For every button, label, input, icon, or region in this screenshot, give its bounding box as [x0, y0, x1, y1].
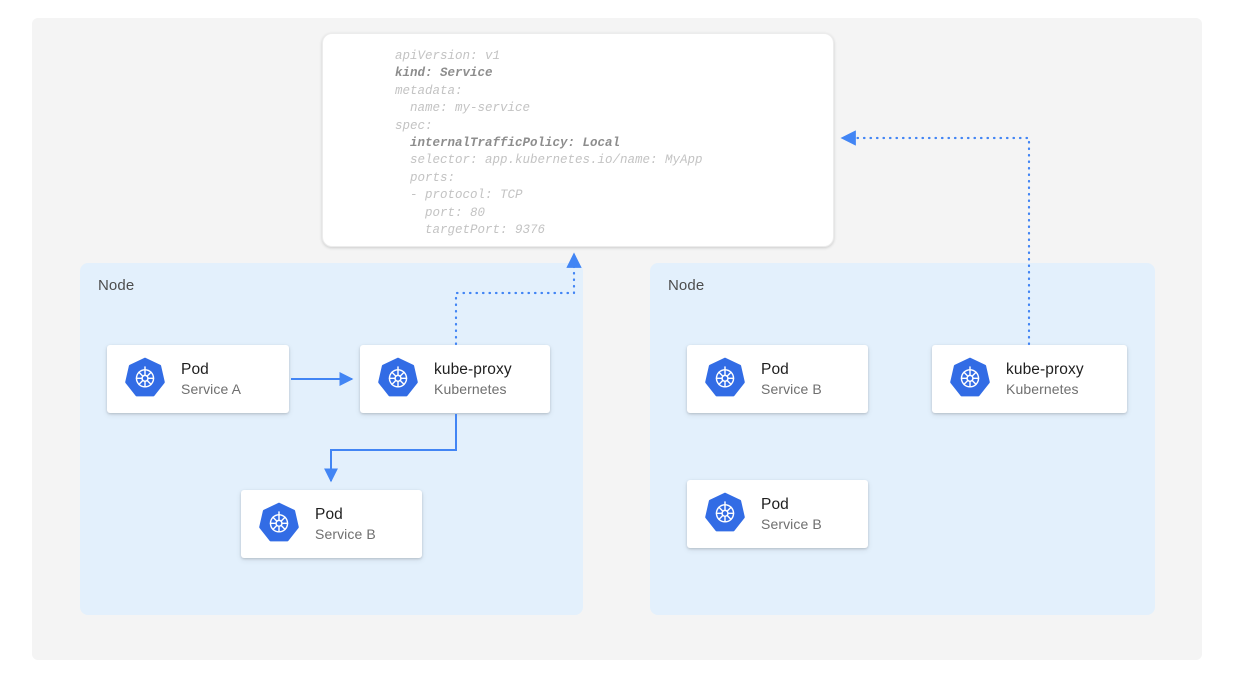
manifest-line: kind: Service [395, 65, 703, 82]
manifest-line: internalTrafficPolicy: Local [395, 136, 621, 151]
kubernetes-logo-icon [705, 357, 745, 397]
card-pod-service-b-left[interactable]: Pod Service B [241, 490, 422, 558]
manifest-line-value: Service [440, 66, 493, 81]
manifest-line: apiVersion: v1 [395, 49, 501, 63]
kubernetes-logo-icon [125, 357, 165, 397]
kubernetes-logo-icon [705, 492, 745, 532]
card-title: Pod [761, 360, 789, 378]
card-title: Pod [315, 505, 343, 523]
manifest-line-key: kind: [395, 66, 441, 81]
card-text: kube-proxy Kubernetes [1006, 360, 1084, 399]
card-text: Pod Service B [761, 495, 822, 534]
card-text: kube-proxy Kubernetes [434, 360, 512, 399]
card-subtitle: Kubernetes [434, 380, 507, 397]
node-panel-right: Node [650, 263, 1155, 615]
manifest-line: targetPort: 9376 [395, 223, 546, 238]
card-title: kube-proxy [434, 360, 512, 378]
card-text: Pod Service B [761, 360, 822, 399]
node-label-right: Node [668, 277, 705, 294]
card-title: Pod [761, 495, 789, 513]
manifest-line: port: 80 [395, 205, 486, 220]
card-subtitle: Service A [181, 380, 242, 397]
node-label-left: Node [98, 277, 135, 294]
card-pod-service-b-right-bottom[interactable]: Pod Service B [687, 480, 868, 548]
card-pod-service-a[interactable]: Pod Service A [107, 345, 289, 413]
card-subtitle: Kubernetes [1006, 380, 1079, 397]
manifest-line: metadata: [395, 83, 463, 98]
card-subtitle: Service B [761, 515, 822, 532]
kubernetes-logo-icon [259, 502, 299, 542]
card-kube-proxy-right[interactable]: kube-proxy Kubernetes [932, 345, 1127, 413]
manifest-line: name: my-service [395, 101, 531, 116]
node-panel-left: Node [80, 263, 583, 615]
manifest-line: ports: [395, 170, 456, 185]
manifest-line: selector: app.kubernetes.io/name: MyApp [395, 153, 703, 168]
card-subtitle: Service B [315, 525, 376, 542]
manifest-line: - protocol: TCP [395, 188, 523, 203]
card-text: Pod Service A [181, 360, 241, 399]
card-subtitle: Service B [761, 380, 822, 397]
card-title: Pod [181, 360, 209, 378]
card-text: Pod Service B [315, 505, 376, 544]
card-pod-service-b-right-top[interactable]: Pod Service B [687, 345, 868, 413]
card-kube-proxy-left[interactable]: kube-proxy Kubernetes [360, 345, 550, 413]
kubernetes-logo-icon [950, 357, 990, 397]
card-title: kube-proxy [1006, 360, 1084, 378]
manifest-line: spec: [395, 118, 433, 133]
kubernetes-logo-icon [378, 357, 418, 397]
